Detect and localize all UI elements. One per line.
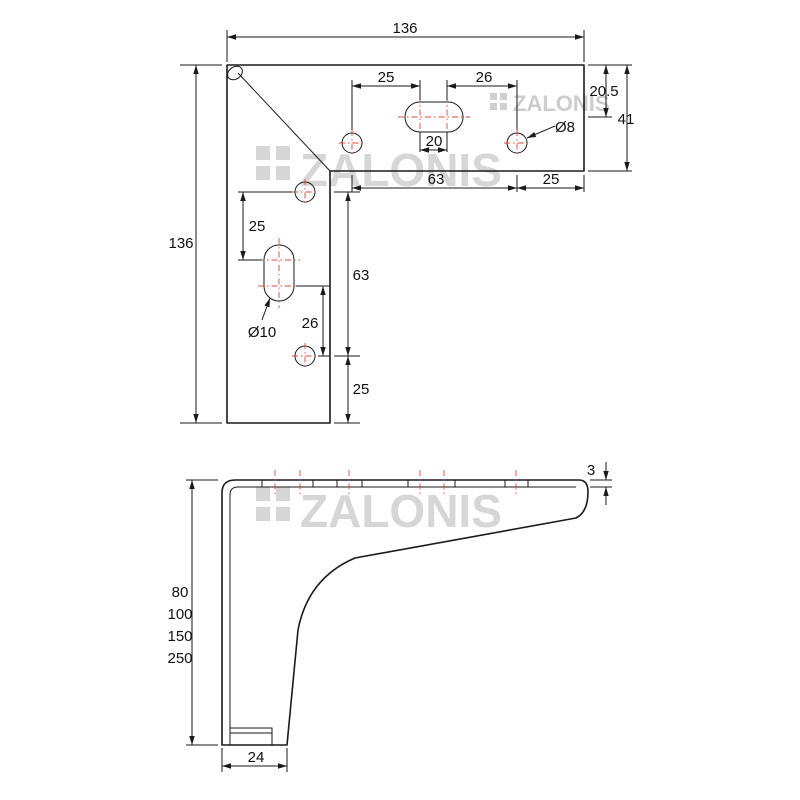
dim-height-250: 250 bbox=[167, 650, 192, 667]
dim-vertical-spacing-b: 26 bbox=[302, 315, 319, 332]
side-view: 3 80 100 150 250 24 bbox=[167, 462, 612, 772]
watermark-group: ZALONIS ZALONIS ZALONIS bbox=[256, 91, 610, 537]
dim-arm-width: 41 bbox=[618, 111, 635, 128]
dim-arm-end: 25 bbox=[543, 171, 560, 188]
dim-height-80: 80 bbox=[172, 584, 189, 601]
dim-vertical-arm-length: 63 bbox=[353, 267, 370, 284]
extension-lines-top bbox=[180, 30, 632, 424]
watermark-text-bottom: ZALONIS bbox=[300, 485, 502, 537]
dim-hole-diameter: Ø8 bbox=[555, 119, 575, 136]
dim-arm-length: 63 bbox=[428, 171, 445, 188]
dim-thickness: 3 bbox=[587, 462, 595, 479]
hole-vertical-top bbox=[292, 179, 318, 205]
dim-hole-spacing-a: 25 bbox=[378, 69, 395, 86]
dim-edge-offset: 20.5 bbox=[589, 83, 618, 100]
dim-height-100: 100 bbox=[167, 606, 192, 623]
hole-horizontal-left bbox=[339, 130, 365, 156]
corner-pivot-hole bbox=[227, 65, 243, 81]
hole-horizontal-right bbox=[504, 130, 530, 156]
hole-vertical-bottom bbox=[292, 343, 318, 369]
dim-overall-height: 136 bbox=[168, 235, 193, 252]
watermark-logo-bottom bbox=[256, 487, 290, 521]
slot-vertical bbox=[258, 238, 300, 308]
dim-hole-spacing-b: 26 bbox=[476, 69, 493, 86]
leg-inner-thickness-line bbox=[229, 486, 576, 728]
leader-hole-diameter bbox=[526, 125, 556, 139]
dim-slot-diameter: Ø10 bbox=[248, 324, 276, 341]
top-view: 136 136 25 26 20 Ø8 20.5 41 63 25 25 63 … bbox=[168, 20, 635, 424]
dim-overall-width: 136 bbox=[392, 20, 417, 37]
dim-vertical-spacing-a: 25 bbox=[249, 218, 266, 235]
leader-slot-diameter bbox=[261, 297, 271, 321]
dim-foot-width: 24 bbox=[248, 749, 265, 766]
watermark-text-small: ZALONIS bbox=[513, 91, 610, 116]
bracket-diagonal-edge bbox=[237, 72, 331, 172]
slot-horizontal bbox=[398, 96, 470, 138]
watermark-logo-top bbox=[256, 146, 290, 180]
leg-foot-pad bbox=[229, 727, 273, 746]
dim-slot-length: 20 bbox=[426, 133, 443, 150]
leg-profile-outline bbox=[221, 479, 589, 746]
watermark-logo-small bbox=[490, 93, 507, 110]
flange-hole-markers bbox=[261, 470, 529, 494]
dim-vertical-end: 25 bbox=[353, 381, 370, 398]
dim-height-150: 150 bbox=[167, 628, 192, 645]
